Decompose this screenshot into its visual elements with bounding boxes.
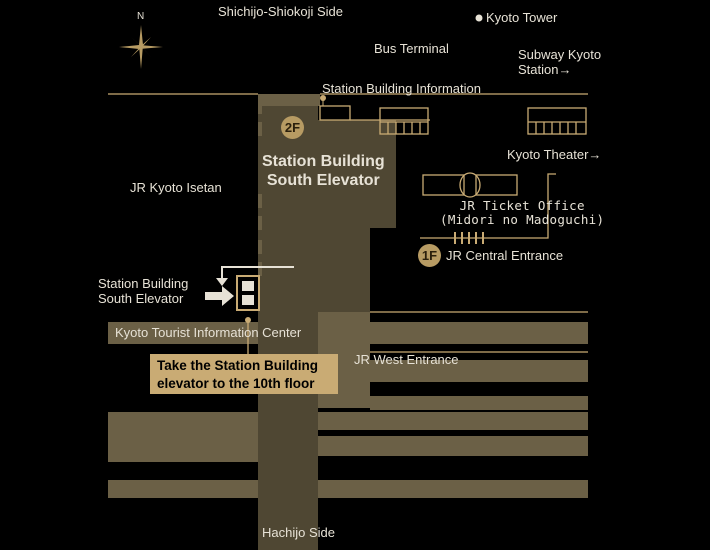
ticket-booth [422,172,518,198]
corridor-guide-marks [258,100,262,276]
north-side-label: Shichijo-Shiokoji Side [218,4,344,19]
central-gates [454,232,484,244]
elevator-arrow-down [216,278,228,286]
compass-label: N [137,11,145,22]
central-entrance-label: JR Central Entrance [446,248,564,263]
floor-2f-badge: 2F [281,116,304,139]
kyoto-tower-dot-icon [475,14,483,22]
corridor-step [318,228,370,312]
building-info-label: Station Building Information [322,81,481,96]
gate-grid-info [379,107,429,135]
south-side-label: Hachijo Side [262,525,335,540]
gate-grid-subway [527,107,587,135]
bus-terminal-label: Bus Terminal [374,41,449,56]
compass-star-icon [119,25,163,69]
kyoto-tower-label: Kyoto Tower [486,10,558,25]
isetan-label: JR Kyoto Isetan [130,180,222,195]
subway-label[interactable]: Subway Kyoto Station→ [518,47,602,77]
tourist-info-label: Kyoto Tourist Information Center [115,325,302,340]
south-elevator-title: Station Building South Elevator [262,153,385,190]
main-corridor [258,94,318,550]
corridor-top-dark [258,94,320,106]
elevator-callout: Take the Station Building elevator to th… [150,354,338,394]
elevator-arrow-right [205,286,234,306]
floor-1f-badge: 1F [418,244,441,267]
ticket-office-label: JR Ticket Office (Midori no Madoguchi) [440,198,605,228]
corridor-left-block [108,412,258,462]
corridor-row-2 [370,360,588,382]
south-elevator-label: Station Building South Elevator [98,276,189,306]
west-entrance-label: JR West Entrance [354,352,459,367]
kyoto-theater-label[interactable]: Kyoto Theater→ [507,147,602,162]
elevator-icon [236,275,260,311]
upper-hall [318,120,396,228]
building-info-frame [319,105,351,121]
corridor-row-3 [370,396,588,410]
elevator-arrow-line [221,266,294,280]
corridor-row-6 [108,480,588,498]
